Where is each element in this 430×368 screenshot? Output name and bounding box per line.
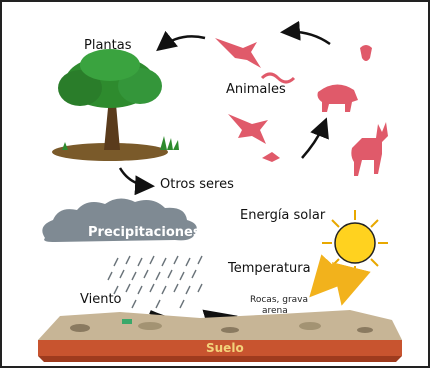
rain-cloud: Precipitaciones xyxy=(42,198,200,242)
label-rocks-line1: Rocas, grava xyxy=(250,295,308,305)
arrow-top-right xyxy=(285,32,330,44)
arrow-animals-to-plants xyxy=(160,36,205,48)
cycle-arrows xyxy=(120,32,330,186)
rain-drops xyxy=(108,256,202,308)
label-other-beings: Otros seres xyxy=(160,177,234,192)
label-animals: Animales xyxy=(226,82,286,97)
tree-illustration xyxy=(52,49,179,161)
label-temperature: Temperatura xyxy=(227,261,311,276)
label-solar-energy: Energía solar xyxy=(240,208,326,223)
label-wind: Viento xyxy=(80,292,122,307)
arrow-to-animals xyxy=(302,122,325,158)
arrow-plants-to-others xyxy=(120,168,150,186)
animals-illustration xyxy=(215,38,388,176)
label-precipitation: Precipitaciones xyxy=(88,225,201,240)
sun-ray-arrows xyxy=(316,268,350,296)
soil-block: Suelo xyxy=(38,310,402,362)
sun-illustration xyxy=(322,210,388,276)
label-plants: Plantas xyxy=(84,38,132,53)
label-soil: Suelo xyxy=(206,341,244,355)
